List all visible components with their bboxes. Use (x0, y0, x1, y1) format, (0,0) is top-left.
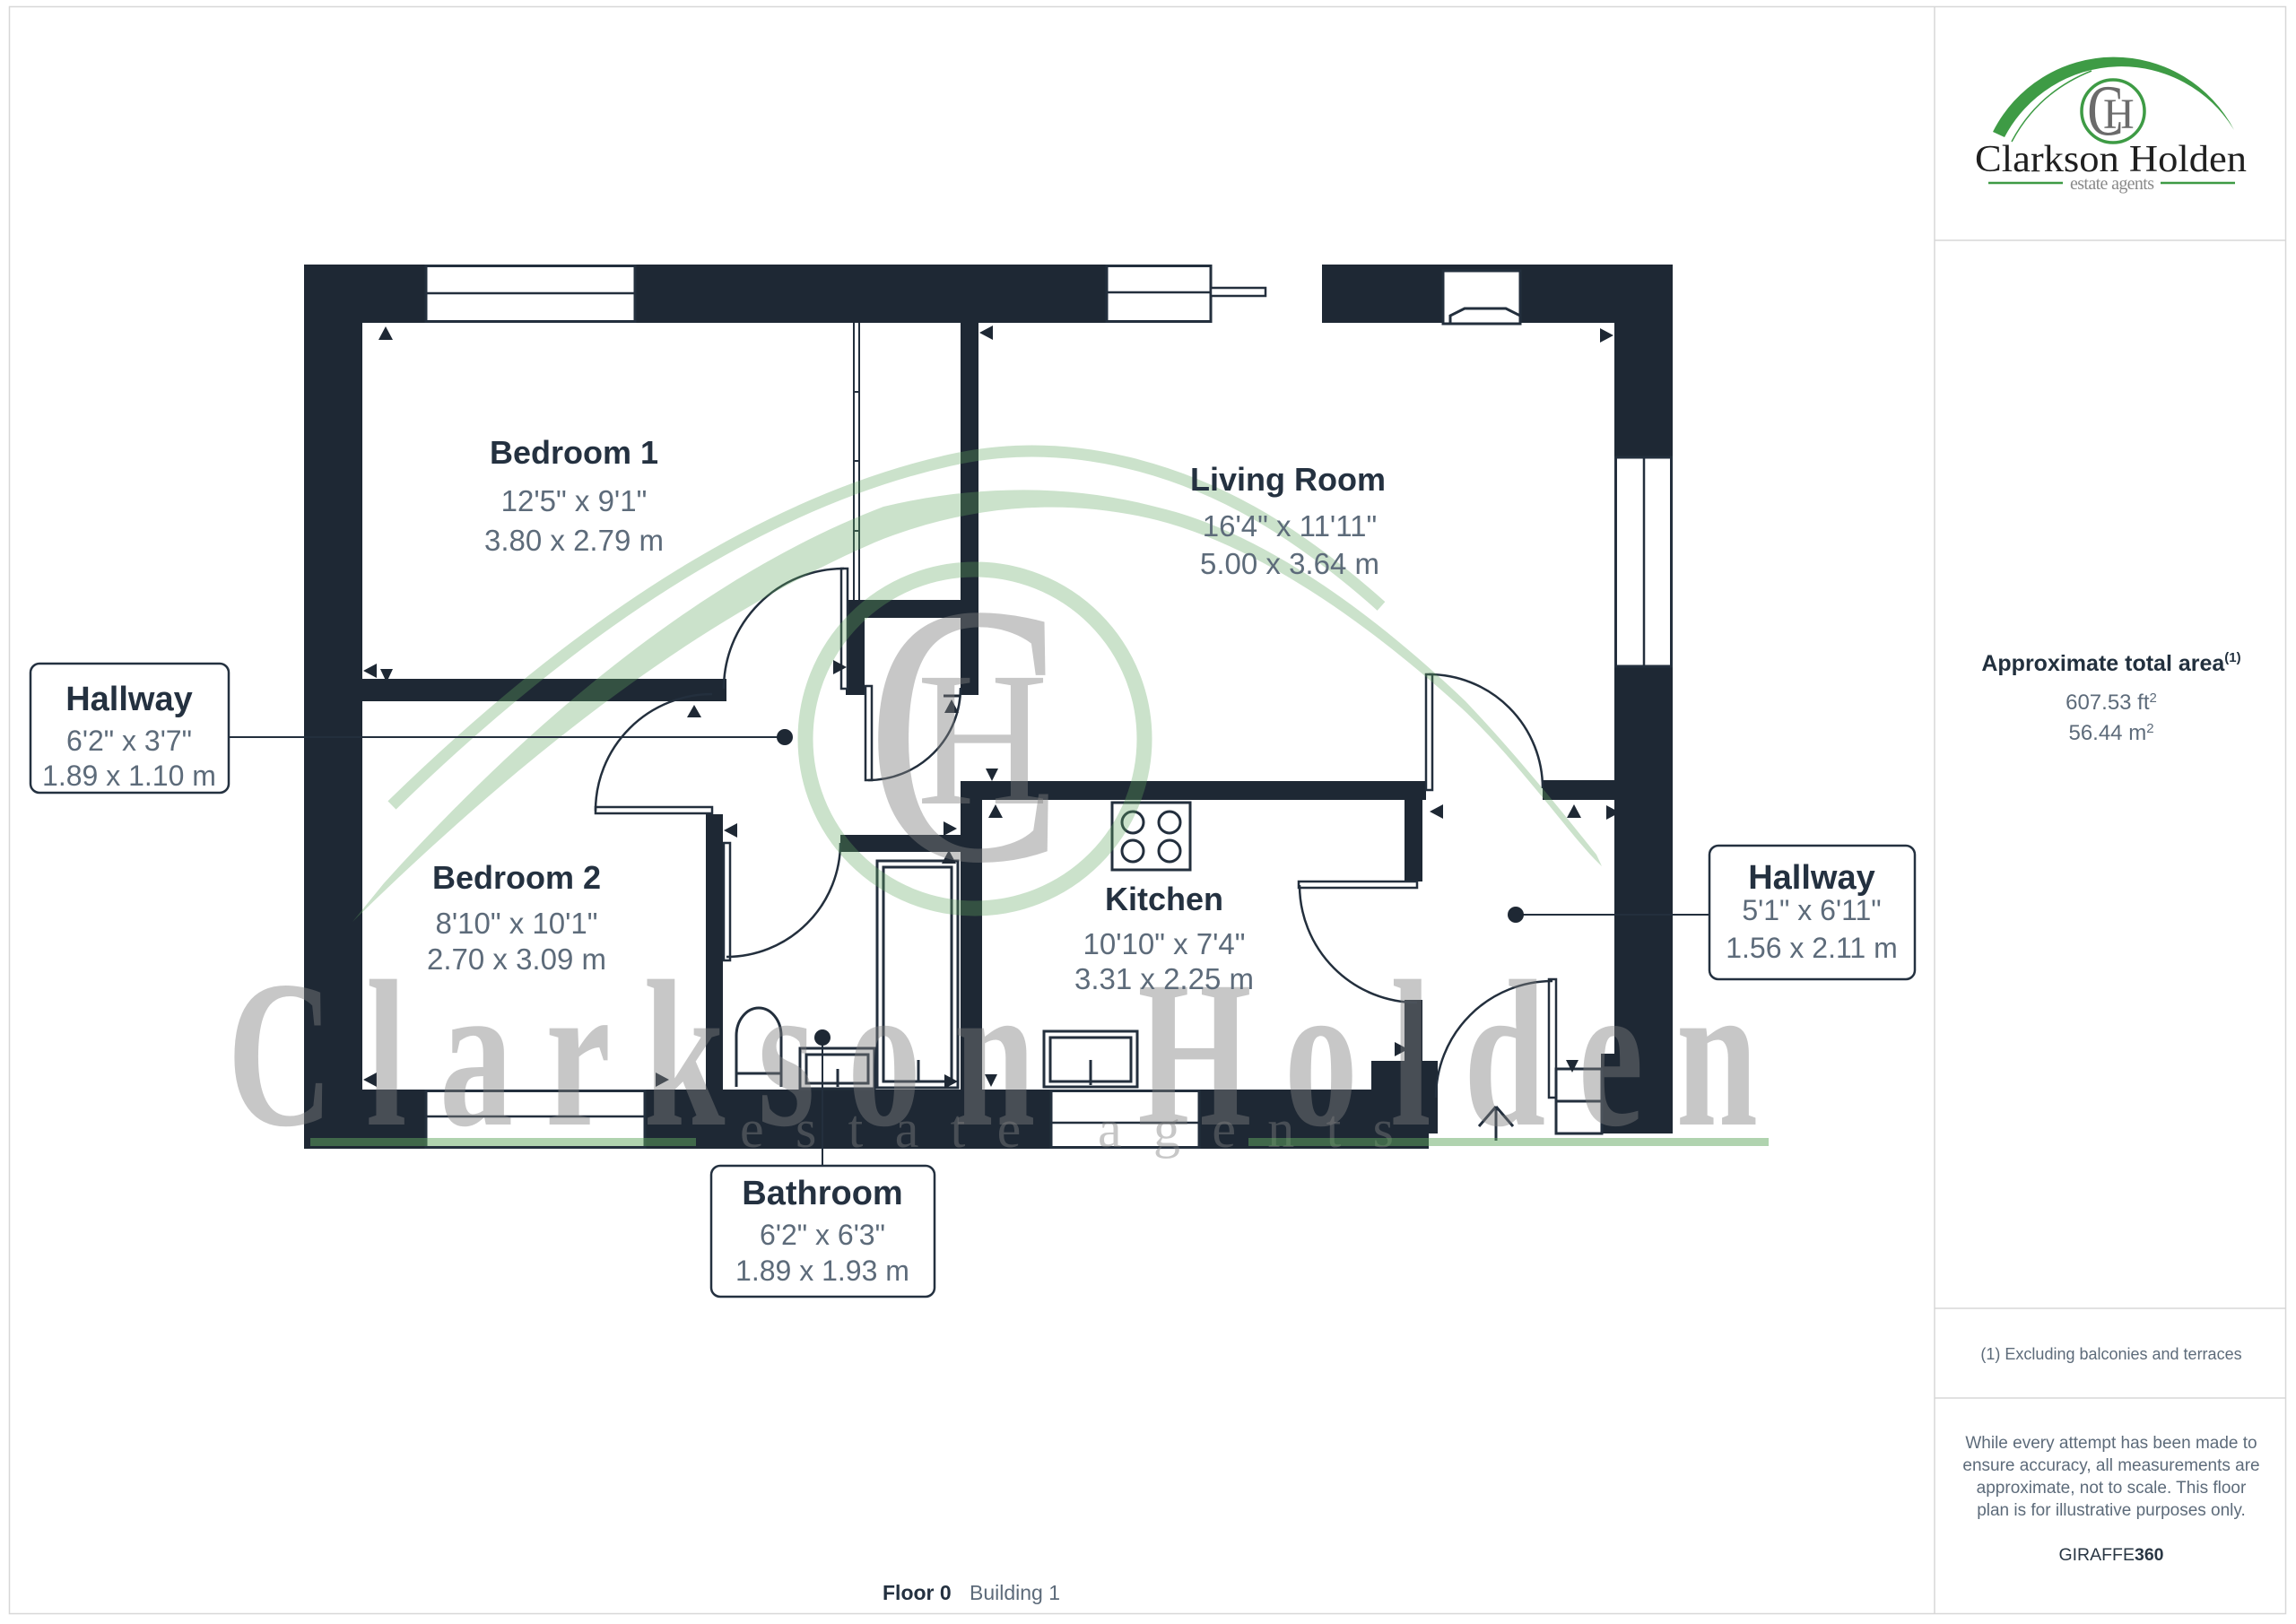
svg-text:plan is for illustrative purpo: plan is for illustrative purposes only. (1977, 1501, 2246, 1520)
svg-text:3.31 x 2.25 m: 3.31 x 2.25 m (1074, 962, 1254, 995)
svg-text:Hallway: Hallway (65, 681, 193, 718)
svg-text:3.80 x 2.79 m: 3.80 x 2.79 m (484, 524, 664, 557)
svg-text:10'10" x 7'4": 10'10" x 7'4" (1083, 927, 1246, 960)
svg-text:Building 1: Building 1 (970, 1581, 1060, 1604)
svg-text:1.89 x 1.93 m: 1.89 x 1.93 m (735, 1255, 909, 1287)
svg-text:Bathroom: Bathroom (742, 1175, 902, 1212)
svg-text:Floor 0: Floor 0 (883, 1581, 952, 1604)
svg-text:607.53 ft2: 607.53 ft2 (2066, 690, 2157, 715)
svg-text:(1) Excluding balconies and te: (1) Excluding balconies and terraces (1980, 1345, 2241, 1363)
svg-text:Clarkson Holden: Clarkson Holden (1975, 139, 2247, 180)
svg-text:C: C (866, 528, 1065, 940)
svg-text:12'5" x 9'1": 12'5" x 9'1" (501, 484, 648, 517)
svg-text:H: H (917, 633, 1048, 846)
svg-text:16'4" x 11'11": 16'4" x 11'11" (1203, 509, 1377, 543)
svg-text:5'1" x 6'11": 5'1" x 6'11" (1742, 894, 1881, 926)
svg-text:estate agents: estate agents (2070, 174, 2154, 194)
svg-text:8'10" x 10'1": 8'10" x 10'1" (436, 907, 598, 940)
svg-text:56.44 m2: 56.44 m2 (2068, 721, 2153, 745)
svg-text:Approximate total area(1): Approximate total area(1) (1981, 650, 2240, 676)
svg-text:Kitchen: Kitchen (1105, 881, 1223, 917)
svg-text:Clarkson Holden: Clarkson Holden (227, 937, 1790, 1170)
svg-text:Hallway: Hallway (1748, 859, 1875, 897)
svg-text:2.70 x 3.09 m: 2.70 x 3.09 m (427, 942, 606, 976)
svg-text:1.56 x 2.11 m: 1.56 x 2.11 m (1726, 932, 1898, 964)
svg-text:Living Room: Living Room (1190, 461, 1386, 498)
svg-text:GIRAFFE360: GIRAFFE360 (2058, 1545, 2163, 1565)
svg-text:While every attempt has been m: While every attempt has been made to (1965, 1434, 2257, 1453)
svg-text:C: C (2087, 71, 2124, 151)
svg-text:ensure accuracy, all measureme: ensure accuracy, all measurements are (1962, 1456, 2259, 1475)
svg-text:6'2" x 6'3": 6'2" x 6'3" (760, 1219, 885, 1251)
svg-text:Bedroom 1: Bedroom 1 (490, 434, 658, 471)
svg-text:5.00 x 3.64 m: 5.00 x 3.64 m (1200, 547, 1379, 580)
svg-text:H: H (2103, 91, 2135, 138)
svg-text:Bedroom 2: Bedroom 2 (432, 859, 601, 896)
svg-text:approximate, not to scale. Thi: approximate, not to scale. This floor (1977, 1479, 2247, 1498)
svg-text:6'2" x 3'7": 6'2" x 3'7" (66, 725, 192, 757)
svg-text:1.89 x 1.10 m: 1.89 x 1.10 m (42, 760, 216, 792)
